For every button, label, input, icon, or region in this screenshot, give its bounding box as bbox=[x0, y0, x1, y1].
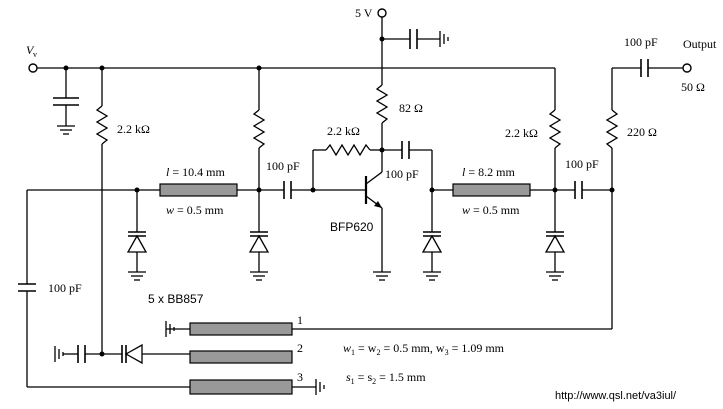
coupled-line-1-icon bbox=[189, 322, 293, 336]
npn-transistor-icon bbox=[313, 171, 383, 272]
feedback-resistor-label: 2.2 kΩ bbox=[327, 124, 360, 138]
left-vertical-cap-label: 100 pF bbox=[48, 281, 82, 295]
left-loop bbox=[18, 190, 190, 388]
line2-length-label: l = 8.2 mm bbox=[462, 165, 515, 179]
output-section bbox=[292, 59, 692, 330]
resistor-icon bbox=[252, 68, 266, 190]
collector-capacitor-icon bbox=[382, 141, 433, 190]
vv-label: V bbox=[26, 43, 35, 57]
coupled-line-2-label: 2 bbox=[297, 341, 303, 355]
supply-terminal-icon bbox=[377, 8, 387, 18]
varactor-diode-icon bbox=[126, 190, 148, 281]
collector-resistor-label: 82 Ω bbox=[399, 101, 423, 115]
line2-feed bbox=[54, 343, 190, 365]
source-url: http://www.qsl.net/va3iul/ bbox=[555, 390, 677, 402]
supply-label: 5 V bbox=[355, 6, 373, 20]
coupled-line-3-label: 3 bbox=[297, 370, 303, 384]
bias-resistor-left-label: 2.2 kΩ bbox=[117, 122, 150, 136]
line2-width-label: w = 0.5 mm bbox=[462, 203, 520, 217]
line1-length-label: l = 10.4 mm bbox=[166, 165, 225, 179]
resistor-icon bbox=[375, 84, 389, 172]
feedback-resistor-icon bbox=[312, 143, 382, 190]
resistor-220-label: 220 Ω bbox=[627, 125, 657, 139]
output-impedance-label: 50 Ω bbox=[681, 80, 705, 94]
output-terminal-icon bbox=[682, 63, 692, 73]
vv-decoupling-capacitor-icon bbox=[53, 68, 79, 126]
coupled-line-3-icon bbox=[189, 379, 293, 395]
vv-rail bbox=[28, 63, 555, 73]
vv-terminal-icon bbox=[28, 63, 38, 73]
resistor-icon bbox=[95, 68, 109, 357]
supply-terminal bbox=[377, 8, 387, 85]
line1-width-label: w = 0.5 mm bbox=[166, 203, 224, 217]
ground-icon bbox=[57, 125, 75, 135]
transistor-label: BFP620 bbox=[330, 220, 374, 234]
coupled-line-2-icon bbox=[189, 350, 293, 364]
coupled-lines bbox=[165, 321, 325, 395]
ground-icon bbox=[373, 271, 391, 281]
supply-decoupling-capacitor-icon bbox=[382, 29, 449, 49]
resistor-icon bbox=[548, 68, 562, 190]
width-equation: w1 = w2 = 0.5 mm, w3 = 1.09 mm bbox=[343, 341, 505, 357]
bias-resistor-right-label: 2.2 kΩ bbox=[505, 126, 538, 140]
coupled-line-1-label: 1 bbox=[297, 313, 303, 327]
transmission-line-icon bbox=[159, 183, 238, 197]
output-label: Output bbox=[683, 37, 717, 51]
svg-text:v: v bbox=[33, 50, 37, 59]
varactor-diode-icon bbox=[248, 190, 270, 281]
varactor-diode-icon bbox=[544, 190, 566, 281]
varactor-diode-icon bbox=[124, 343, 143, 365]
spacing-equation: s1 = s2 = 1.5 mm bbox=[346, 370, 426, 386]
input-cap-label: 100 pF bbox=[266, 159, 300, 173]
output-cap-label: 100 pF bbox=[624, 35, 658, 49]
right-cap-label: 100 pF bbox=[565, 157, 599, 171]
varactor-diode-icon bbox=[421, 190, 443, 281]
transmission-line-icon bbox=[452, 183, 531, 197]
diodes-label: 5 x BB857 bbox=[148, 292, 204, 306]
feedback-cap-label: 100 pF bbox=[385, 167, 419, 181]
